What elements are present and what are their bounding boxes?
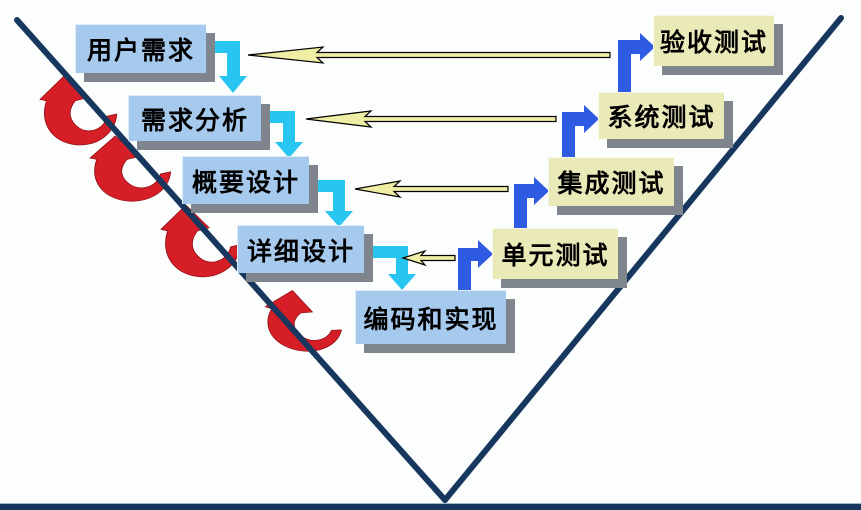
yellow-verify-arrow-1 — [247, 46, 611, 64]
stage-box-coding-implementation: 编码和实现 — [355, 290, 506, 344]
red-feedback-arrow-3 — [160, 204, 242, 278]
cyan-flow-arrow-1 — [203, 41, 247, 93]
yellow-verify-arrow-4 — [401, 249, 456, 267]
stage-box-unit-testing: 单元测试 — [492, 228, 618, 279]
v-left-line — [14, 17, 448, 503]
cyan-flow-arrow-3 — [308, 180, 353, 227]
blue-test-arrow-2 — [514, 177, 549, 228]
stage-box-system-testing: 系统测试 — [598, 92, 724, 139]
red-feedback-arrow-4 — [259, 286, 347, 357]
cyan-flow-arrow-2 — [258, 111, 303, 158]
bottom-divider-bar — [0, 503, 861, 510]
stage-box-acceptance-testing: 验收测试 — [653, 15, 774, 66]
yellow-verify-arrow-2 — [305, 110, 557, 128]
yellow-verify-arrow-3 — [354, 180, 509, 198]
blue-test-arrow-3 — [562, 105, 599, 157]
stage-box-user-requirements: 用户需求 — [75, 24, 206, 73]
stage-box-requirements-analysis: 需求分析 — [128, 95, 261, 141]
stage-box-detailed-design: 详细设计 — [237, 225, 364, 273]
blue-test-arrow-1 — [458, 240, 493, 292]
stage-box-integration-testing: 集成测试 — [548, 157, 674, 206]
cyan-flow-arrow-4 — [363, 246, 416, 290]
blue-test-arrow-4 — [618, 33, 655, 92]
v-right-line — [442, 15, 844, 503]
stage-box-high-level-design: 概要设计 — [182, 156, 309, 204]
